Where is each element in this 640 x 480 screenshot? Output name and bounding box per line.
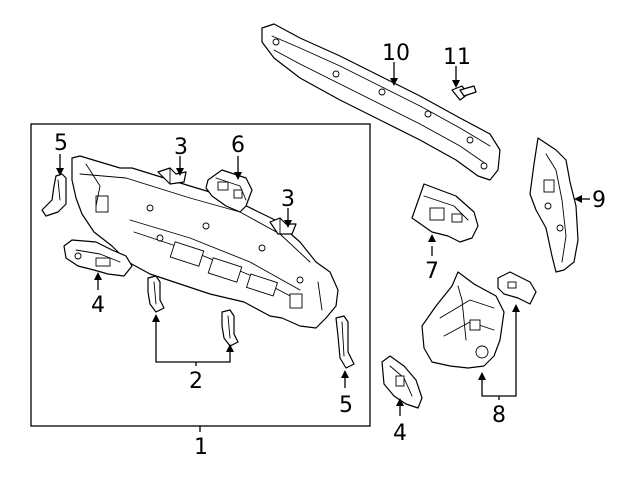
bracket-part-6: [205, 169, 253, 213]
callout-4b: 4: [393, 421, 407, 446]
bracket-part-2-right: [221, 309, 239, 347]
callout-3a: 3: [174, 135, 188, 160]
bracket-part-2-left: [147, 275, 165, 313]
bracket-part-7: [411, 183, 479, 243]
callout-1: 1: [194, 435, 208, 460]
callout-9: 9: [592, 188, 606, 213]
callout-5b: 5: [339, 393, 353, 418]
bracket-part-3-upper: [157, 167, 187, 185]
side-panel-part-9: [529, 137, 579, 273]
callout-10: 10: [382, 41, 410, 66]
callout-6: 6: [231, 133, 245, 158]
callout-3b: 3: [281, 187, 295, 212]
bracket-part-4-right: [381, 355, 423, 409]
bracket-part-8: [497, 271, 537, 305]
bracket-part-3-right: [269, 217, 297, 235]
leader-2: [155, 318, 231, 363]
callout-2: 2: [189, 369, 203, 394]
crossmember-part-10: [261, 23, 501, 181]
callout-4a: 4: [91, 293, 105, 318]
bracket-part-5-right: [335, 315, 355, 369]
bracket-part-4-left: [63, 239, 133, 277]
bolt-part-11: [451, 85, 477, 101]
rear-panel: [71, 155, 339, 329]
wheelhouse-part-8: [421, 271, 505, 369]
callout-11: 11: [443, 45, 471, 70]
bracket-part-5-left: [41, 173, 67, 217]
callout-8: 8: [492, 403, 506, 428]
callout-5a: 5: [54, 131, 68, 156]
callout-7: 7: [425, 259, 439, 284]
